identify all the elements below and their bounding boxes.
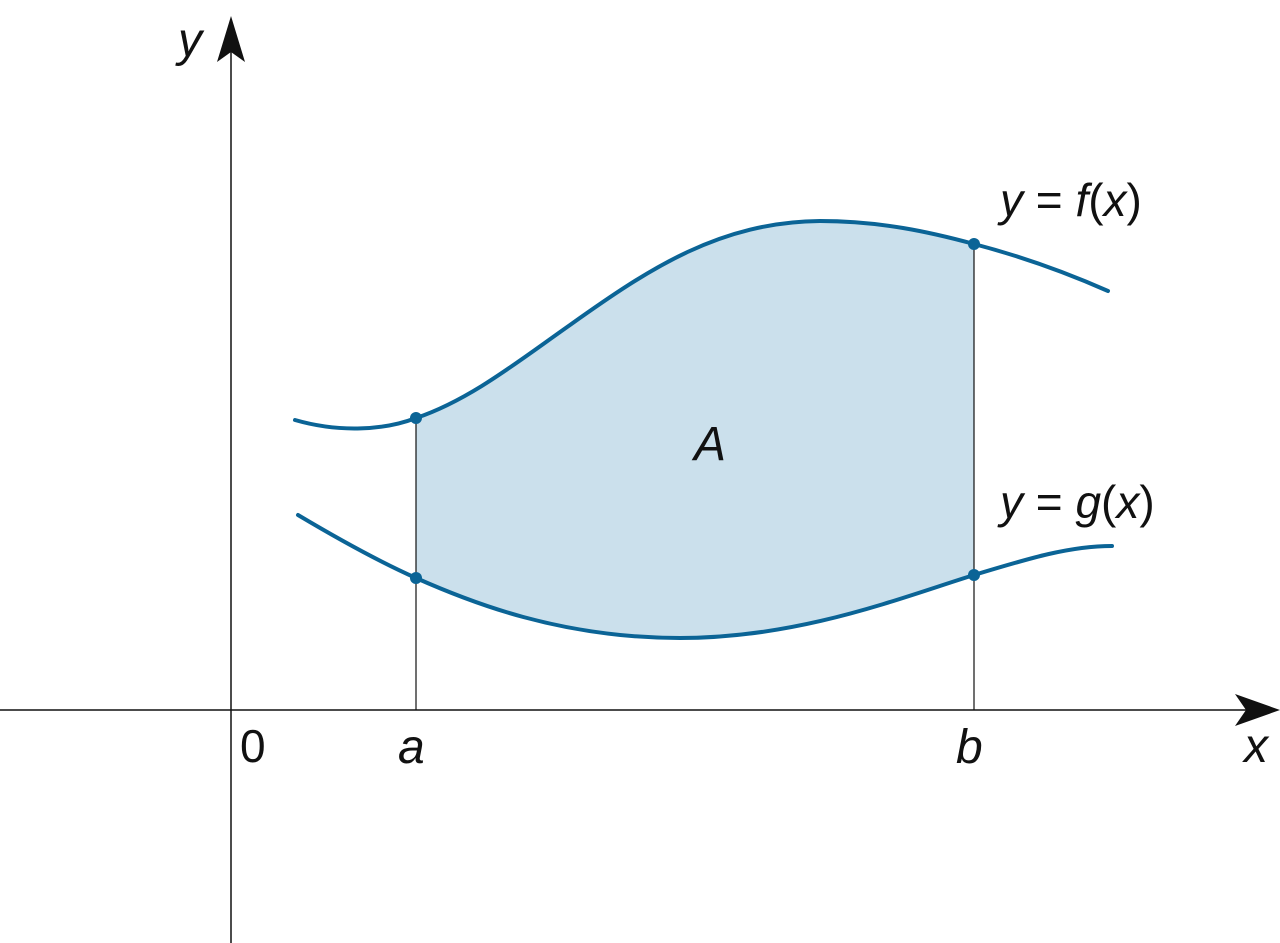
tick-label-b: b — [956, 721, 983, 774]
curve-g-label: y = g(x) — [997, 476, 1155, 528]
curve-g — [296, 513, 1114, 641]
curve-f-label: y = f(x) — [997, 174, 1142, 226]
area-label: A — [691, 418, 726, 471]
shaded-area-region — [416, 221, 974, 638]
origin-label: 0 — [240, 720, 266, 772]
point-g-at-b — [968, 569, 980, 581]
tick-label-a: a — [398, 721, 425, 774]
y-axis-label: y — [175, 14, 205, 67]
point-g-at-a — [410, 572, 422, 584]
x-axis-label: x — [1242, 720, 1270, 773]
y-axis-arrow-icon — [217, 16, 245, 62]
point-f-at-a — [410, 412, 422, 424]
point-f-at-b — [968, 238, 980, 250]
x-axis-arrow-icon — [1235, 694, 1280, 726]
